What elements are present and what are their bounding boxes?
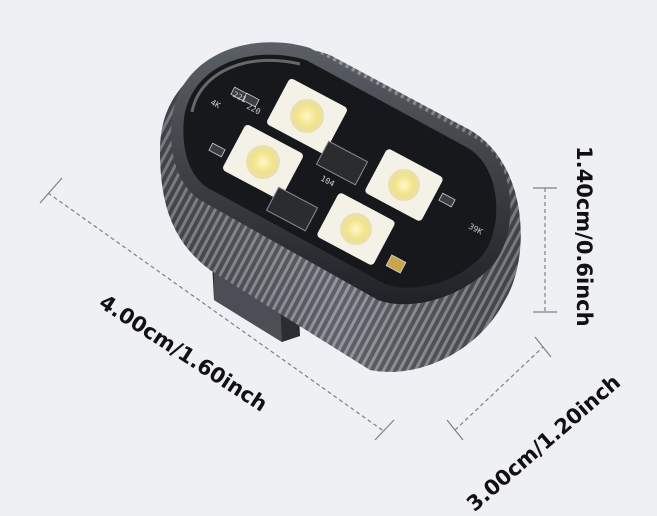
height-dimension-label: 1.40cm/0.6inch	[572, 146, 596, 327]
length-tick-left	[39, 177, 63, 204]
dimension-guides	[39, 177, 557, 441]
length-tick-right	[374, 419, 395, 441]
led-4	[317, 193, 395, 265]
width-tick-right	[534, 336, 552, 358]
led-3	[365, 149, 443, 221]
pcb: 4K 221 220 104 39K	[208, 78, 484, 274]
resistors	[208, 86, 456, 274]
product-illustration: 4K 221 220 104 39K	[39, 42, 557, 441]
ic-chip-1	[315, 140, 369, 186]
led-2	[223, 124, 303, 200]
length-guide	[47, 192, 386, 433]
ic-chip-2	[265, 186, 319, 232]
led-1	[267, 78, 347, 154]
pcb-label-r1: 4K	[209, 98, 222, 111]
width-tick-left	[446, 419, 464, 441]
lens-highlight	[190, 58, 301, 113]
width-guide	[454, 346, 544, 431]
